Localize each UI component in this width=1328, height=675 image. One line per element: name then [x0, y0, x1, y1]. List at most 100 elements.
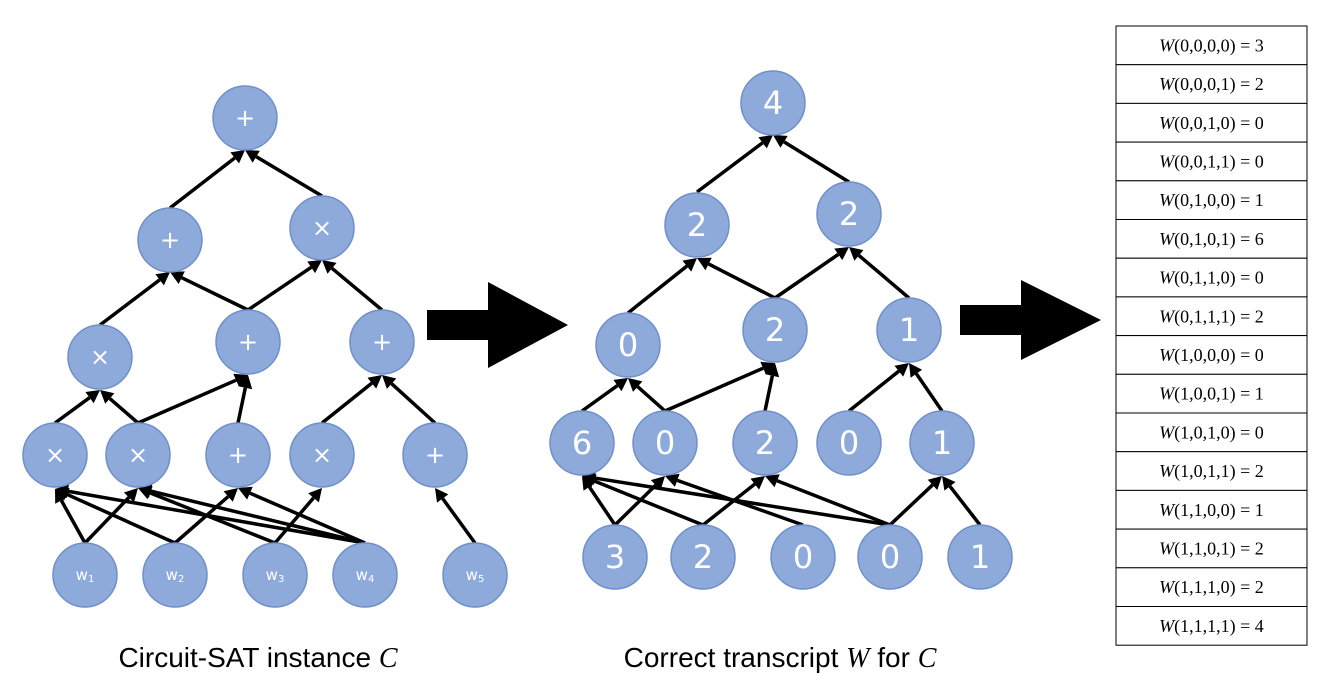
- circuit-edge-4-head: [223, 488, 238, 502]
- circuit-input-w5-subscript: 5: [478, 574, 484, 585]
- table-args: (0,1,1,0) = 0: [1174, 268, 1264, 289]
- circuit-input-w4: w4: [332, 542, 398, 608]
- table-row: W(0,0,1,1) = 0: [1115, 141, 1308, 182]
- table-row: W(1,1,1,1) = 4: [1115, 606, 1308, 646]
- transcript-node-output-circle: [740, 70, 806, 136]
- circuit-node-l2-2: +: [215, 309, 281, 375]
- circuit-node-l1-2-circle: [289, 195, 355, 261]
- table-fn-name: W: [1159, 74, 1176, 94]
- transform-arrow-1: [427, 282, 568, 368]
- transcript-edge-21-head: [773, 135, 788, 148]
- circuit-edge-17-head: [155, 272, 170, 286]
- table-fn-name: W: [1159, 577, 1176, 597]
- transcript-edge-14: [847, 369, 900, 413]
- circuit-edge-7-head: [55, 484, 69, 499]
- circuit-edge-17: [98, 278, 161, 327]
- table-entry: W(1,1,0,0) = 1: [1159, 500, 1264, 521]
- transcript-node-l1-2-label: 2: [839, 195, 859, 233]
- circuit-input-w3-label: w3: [266, 566, 285, 585]
- transcript-edge-15-head: [909, 363, 923, 378]
- table-entry: W(1,0,1,0) = 0: [1159, 422, 1264, 443]
- transcript-node-l2-1: 0: [595, 312, 661, 378]
- table-row: W(0,1,0,0) = 1: [1115, 180, 1308, 221]
- transcript-edge-1: [587, 485, 617, 526]
- circuit-edge-21-head: [230, 150, 245, 164]
- circuit-edge-21: [168, 156, 236, 210]
- transcript-input-4: 0: [857, 524, 923, 590]
- circuit-input-w4-label: w4: [356, 566, 375, 585]
- table-entry: W(0,0,1,0) = 0: [1159, 113, 1264, 134]
- transcript-node-l1-2-circle: [816, 181, 882, 247]
- circuit-edge-13: [137, 378, 237, 425]
- circuit-node-l1-2: ×: [289, 195, 355, 261]
- circuit-edge-18-head: [170, 271, 185, 284]
- transcript-edge-18-head: [834, 247, 849, 261]
- table-fn-name: W: [1159, 616, 1176, 636]
- transcript-edge-11-head: [628, 378, 643, 392]
- transcript-node-l3-2-circle: [632, 410, 698, 476]
- circuit-node-l3-5-circle: [402, 422, 468, 488]
- table-cell: [1115, 25, 1308, 66]
- transcript-edge-21: [783, 140, 850, 184]
- circuit-node-l3-4-circle: [289, 422, 355, 488]
- transcript-edge-8: [888, 483, 934, 527]
- circuit-input-w5: w5: [442, 542, 508, 608]
- transcript-edge-9: [948, 485, 982, 527]
- circuit-node-l3-3-circle: [205, 422, 271, 488]
- circuit-input-w3-subscript: 3: [278, 574, 284, 585]
- transcript-edge-19-head: [849, 247, 864, 261]
- circuit-input-w2-circle: [142, 542, 208, 608]
- table-entry: W(1,1,1,1) = 4: [1159, 616, 1264, 637]
- transcript-edge-10: [580, 384, 619, 413]
- table-args: (1,1,0,1) = 2: [1174, 538, 1264, 559]
- transcript-node-l1-1: 2: [664, 192, 730, 258]
- table-cell: [1115, 257, 1308, 298]
- transcript-node-l3-5-label: 1: [932, 424, 952, 462]
- circuit-input-w1-letter: w: [76, 566, 88, 584]
- table-cell: [1115, 489, 1308, 530]
- circuit-edge-13-head: [233, 373, 248, 387]
- table-entry: W(1,1,1,0) = 2: [1159, 577, 1264, 598]
- transcript-input-2: 2: [670, 524, 736, 590]
- transcript-input-5: 1: [947, 524, 1013, 590]
- transcript-node-l3-4: 0: [816, 410, 882, 476]
- circuit-node-output: +: [212, 85, 278, 151]
- transcript-edge-20: [695, 141, 764, 194]
- transcript-node-l3-3-label: 2: [755, 424, 775, 462]
- table-cell: [1115, 528, 1308, 569]
- circuit-node-l2-1: ×: [67, 324, 133, 390]
- table-cell: [1115, 412, 1308, 453]
- transcript-node-l2-3: 1: [876, 297, 942, 363]
- transcript-node-l1-1-circle: [664, 192, 730, 258]
- transcript-edge-12: [664, 366, 764, 413]
- transcript-node-l1-2: 2: [816, 181, 882, 247]
- circuit-node-l3-2-label: ×: [128, 441, 148, 469]
- circuit-input-w3-circle: [242, 542, 308, 608]
- transcript-node-l3-4-label: 0: [839, 424, 859, 462]
- table-cell: [1115, 606, 1308, 646]
- circuit-node-l3-3-label: +: [228, 441, 248, 469]
- table-args: (1,0,1,0) = 0: [1174, 422, 1264, 443]
- table-args: (1,0,1,1) = 2: [1174, 461, 1264, 482]
- transcript-node-l3-2: 0: [632, 410, 698, 476]
- transcript-node-l3-3: 2: [732, 410, 798, 476]
- circuit-edge-14: [236, 387, 248, 424]
- transcript-node-l2-2: 2: [742, 297, 808, 363]
- circuit-input-w2-subscript: 2: [178, 574, 184, 585]
- table-fn-name: W: [1159, 461, 1176, 481]
- circuit-node-l3-3: +: [205, 422, 271, 488]
- circuit-node-l2-3-circle: [349, 309, 415, 375]
- table-row: W(1,1,0,0) = 1: [1115, 489, 1308, 530]
- transcript-node-l2-1-circle: [595, 312, 661, 378]
- circuit-edge-20-head: [322, 260, 337, 274]
- transcript-edge-14-head: [894, 363, 909, 377]
- circuit-input-w3-letter: w: [266, 566, 278, 584]
- table-entry: W(1,0,0,0) = 0: [1159, 345, 1264, 366]
- table-fn-name: W: [1159, 345, 1176, 365]
- transcript-input-2-circle: [670, 524, 736, 590]
- table-entry: W(1,0,0,1) = 1: [1159, 384, 1264, 405]
- transcript-table: W(0,0,0,0) = 3W(0,0,0,1) = 2W(0,0,1,0) =…: [1115, 25, 1308, 646]
- transform-arrow-2: [960, 280, 1101, 360]
- circuit-edge-15-head: [367, 375, 382, 389]
